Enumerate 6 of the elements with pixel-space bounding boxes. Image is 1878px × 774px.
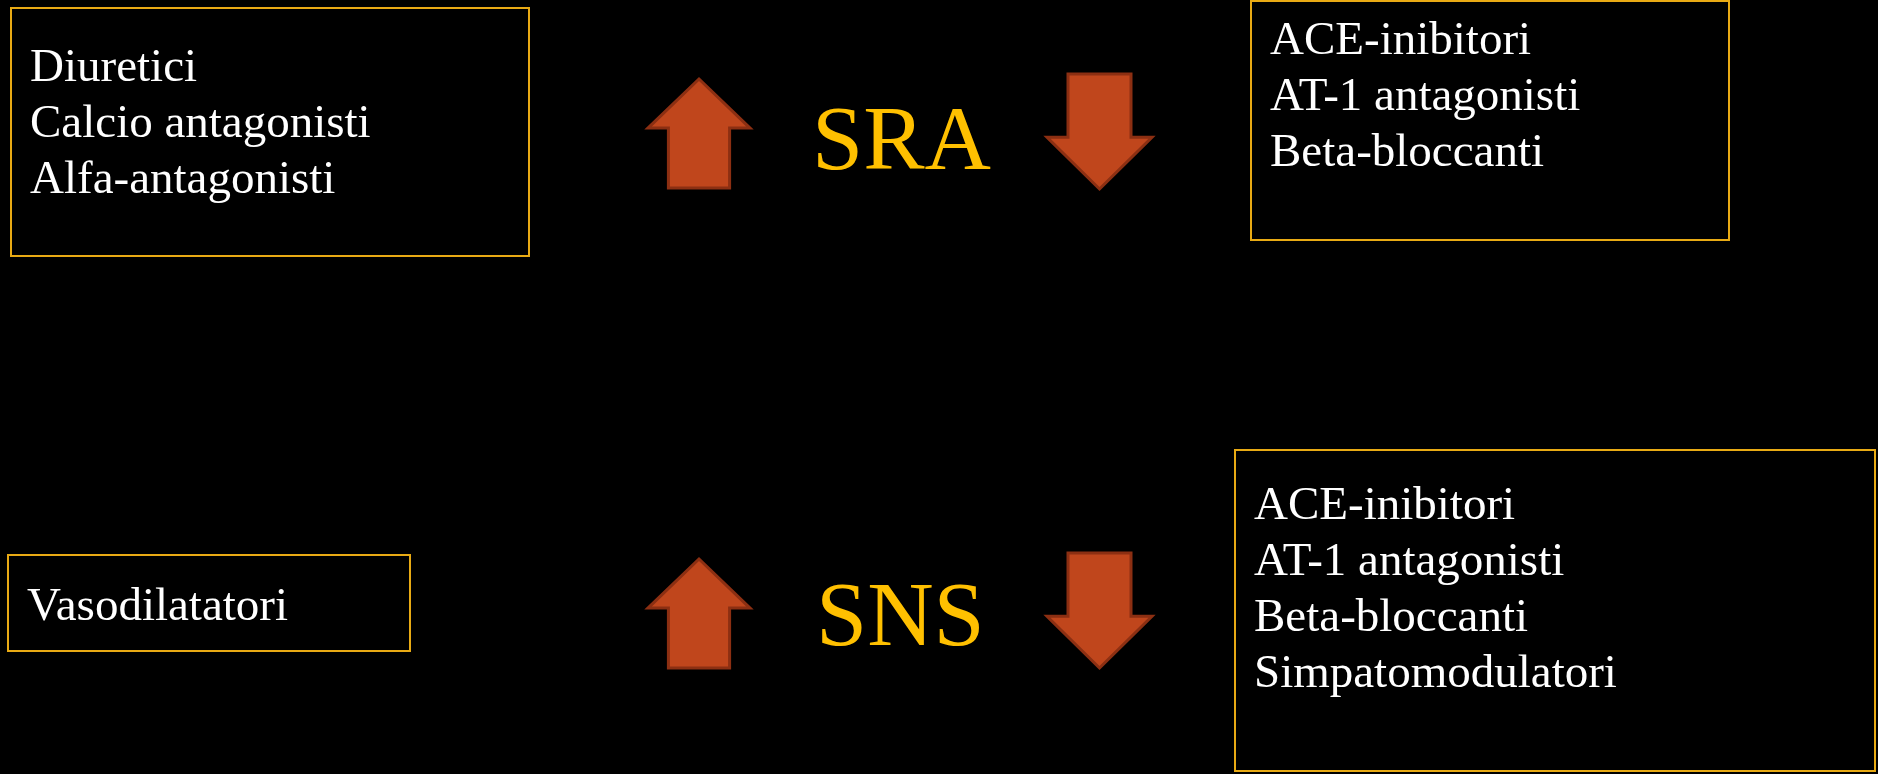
drug-list-box: Diuretici Calcio antagonisti Alfa-antagonisti — [10, 7, 530, 257]
drug-list-box: Vasodilatatori — [7, 554, 411, 652]
system-label: SNS — [816, 564, 985, 664]
drug-list-box: ACE-inibitori AT-1 antagonisti Beta-bloccanti Simpatomodulatori — [1234, 449, 1876, 772]
system-label: SRA — [812, 88, 991, 188]
drug-list-box: ACE-inibitori AT-1 antagonisti Beta-bloccanti — [1250, 0, 1730, 241]
